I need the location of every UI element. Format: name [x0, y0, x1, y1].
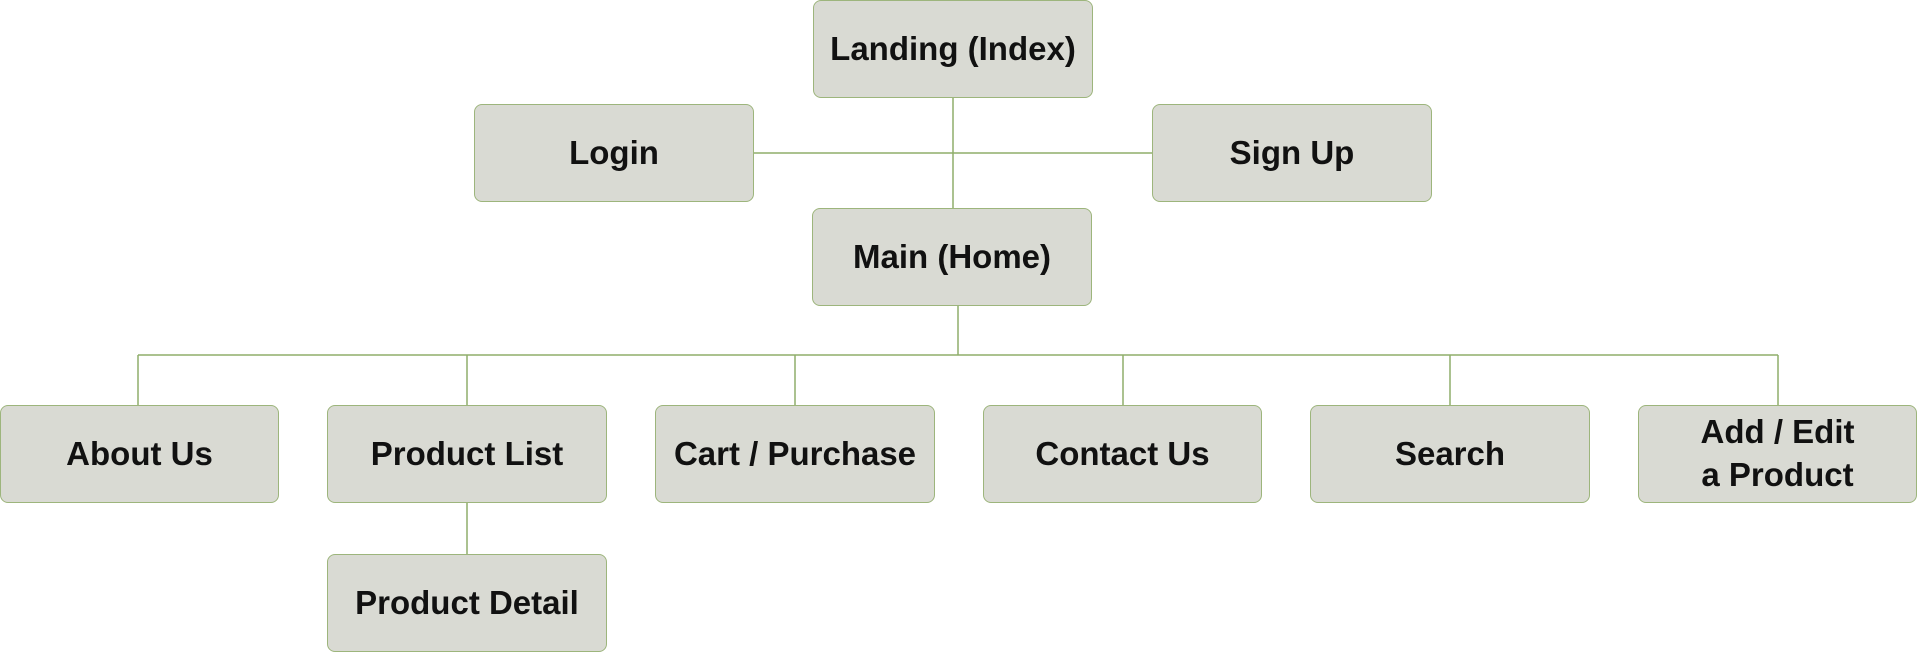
node-product-detail: Product Detail: [327, 554, 607, 652]
node-contact-us: Contact Us: [983, 405, 1262, 503]
node-about-us: About Us: [0, 405, 279, 503]
node-add-edit-product: Add / Edit a Product: [1638, 405, 1917, 503]
node-login: Login: [474, 104, 754, 202]
node-main-home: Main (Home): [812, 208, 1092, 306]
node-sign-up: Sign Up: [1152, 104, 1432, 202]
node-product-list: Product List: [327, 405, 607, 503]
node-landing-index: Landing (Index): [813, 0, 1093, 98]
node-cart-purchase: Cart / Purchase: [655, 405, 935, 503]
node-search: Search: [1310, 405, 1590, 503]
